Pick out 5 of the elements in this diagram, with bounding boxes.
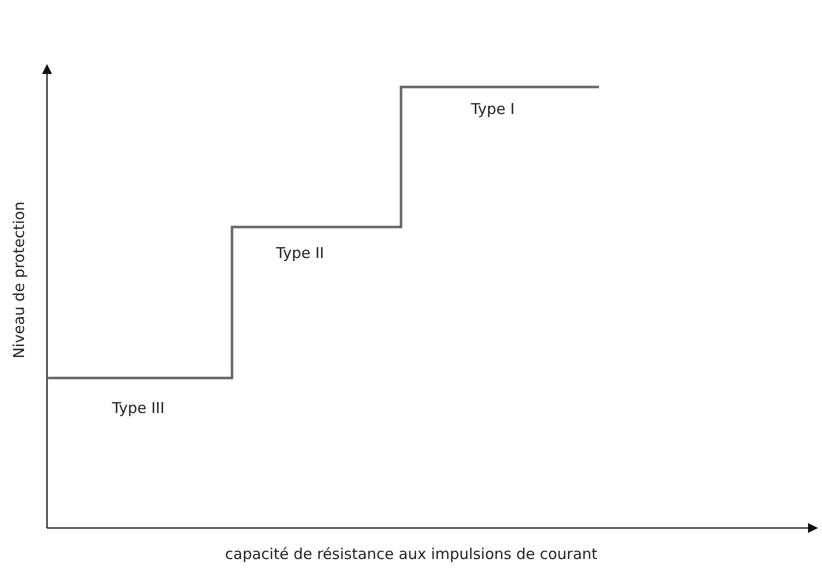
axis-title: capacité de résistance aux impulsions de courant [225, 545, 598, 563]
step-label: Type II [276, 244, 324, 262]
step-label: Type III [112, 399, 164, 417]
axis-title: Niveau de protection [10, 201, 28, 359]
step-label: Type I [471, 100, 515, 118]
